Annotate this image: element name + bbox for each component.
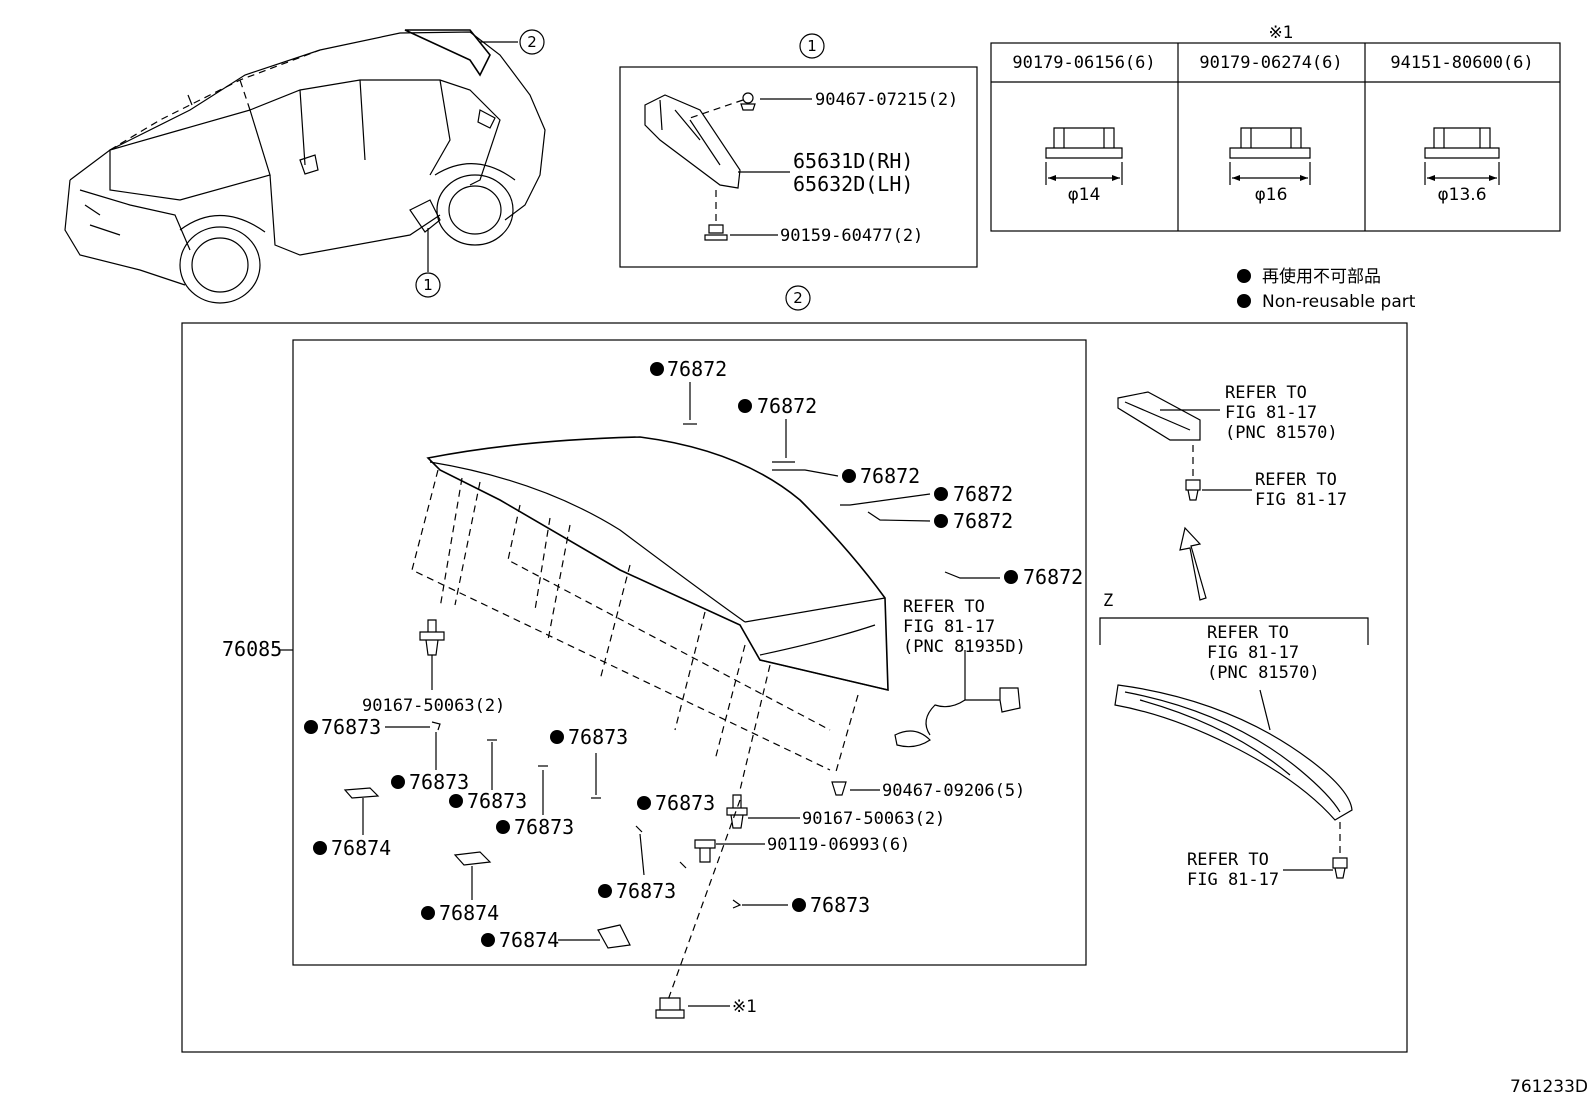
lamp-screw-fig: FIG 81-17 xyxy=(1255,490,1347,510)
stop-lamp-detail: REFER TO FIG 81-17 (PNC 81570) REFER TO … xyxy=(1099,383,1369,890)
label-76874-b: 76874 xyxy=(439,901,499,925)
nut-shape-2: φ16 xyxy=(1229,127,1311,205)
non-reusable-dot-icon xyxy=(1237,294,1251,308)
lamp-fig: FIG 81-17 xyxy=(1225,403,1317,423)
inner-frame xyxy=(292,339,1087,966)
dim-1: φ14 xyxy=(1068,185,1101,205)
lamp-refer-to: REFER TO xyxy=(1225,383,1307,403)
lamp2-refer-to: REFER TO xyxy=(1207,623,1289,643)
bracket-rh-label: 65631D(RH) xyxy=(793,149,913,173)
main-detail: 2 xyxy=(181,285,1408,1053)
label-76872-e: 76872 xyxy=(953,509,1013,533)
dim-3: φ13.6 xyxy=(1437,185,1486,205)
legend: 再使用不可部品 Non-reusable part xyxy=(1237,266,1416,312)
dim-2: φ16 xyxy=(1255,185,1288,205)
rear-spoiler-shape xyxy=(426,436,889,692)
label-screw-left: 90167-50063(2) xyxy=(362,696,505,716)
part-76873-group: 76873 76873 76873 76873 76873 76873 768 xyxy=(304,715,870,917)
projection-lines xyxy=(411,469,859,1001)
lamp-screw-refer-to: REFER TO xyxy=(1255,470,1337,490)
label-bolt6: 90119-06993(6) xyxy=(767,835,910,855)
wire-fig: FIG 81-17 xyxy=(903,617,995,637)
non-reusable-dot-icon xyxy=(1237,269,1251,283)
label-76874-c: 76874 xyxy=(499,928,559,952)
label-76872-f: 76872 xyxy=(1023,565,1083,589)
nut-table: ※1 90179-06156(6) 90179-06274(6) 94151-8… xyxy=(990,23,1561,232)
bracket-nut-label: 90467-07215(2) xyxy=(815,90,958,110)
table-header-3: 94151-80600(6) xyxy=(1390,53,1533,73)
label-76873-g: 76873 xyxy=(616,879,676,903)
wire-harness: REFER TO FIG 81-17 (PNC 81935D) xyxy=(894,597,1026,748)
legend-jp: 再使用不可部品 xyxy=(1262,266,1381,287)
label-76874-a: 76874 xyxy=(331,836,391,860)
bracket-bolt-label: 90159-60477(2) xyxy=(780,226,923,246)
label-76873-a: 76873 xyxy=(321,715,381,739)
label-clip: 90467-09206(5) xyxy=(882,781,1025,801)
lamp2-fig: FIG 81-17 xyxy=(1207,643,1299,663)
lamp2-screw-refer-to: REFER TO xyxy=(1187,850,1269,870)
callout-1-circle xyxy=(415,272,441,298)
view-z-label: Z xyxy=(1103,591,1113,611)
vehicle-illustration: 2 1 xyxy=(64,29,546,304)
label-screw-right: 90167-50063(2) xyxy=(802,809,945,829)
part-76874-group: 76874 76874 76874 xyxy=(313,787,631,952)
label-76873-c: 76873 xyxy=(467,789,527,813)
label-76873-e: 76873 xyxy=(568,725,628,749)
wire-refer-to: REFER TO xyxy=(903,597,985,617)
callout-2-circle xyxy=(519,29,545,55)
diagram-code: 761233D xyxy=(1510,1077,1588,1097)
label-76873-b: 76873 xyxy=(409,770,469,794)
outer-frame xyxy=(181,322,1408,1053)
lamp2-screw-fig: FIG 81-17 xyxy=(1187,870,1279,890)
view-arrow-icon xyxy=(1179,526,1207,601)
label-76085: 76085 xyxy=(222,637,282,661)
table-header-1: 90179-06156(6) xyxy=(1012,53,1155,73)
callout-1-text: 1 xyxy=(423,276,433,294)
label-76873-f: 76873 xyxy=(655,791,715,815)
screw-left: 90167-50063(2) xyxy=(362,619,505,716)
label-76872-b: 76872 xyxy=(757,394,817,418)
table-mark: ※1 xyxy=(1268,23,1293,43)
lamp-pnc: (PNC 81570) xyxy=(1225,423,1338,443)
bracket-box xyxy=(619,66,978,268)
wire-pnc: (PNC 81935D) xyxy=(903,637,1026,657)
nut-shape-3: φ13.6 xyxy=(1424,127,1500,205)
nut-shape-1: φ14 xyxy=(1045,127,1123,205)
label-76873-d: 76873 xyxy=(514,815,574,839)
bracket-lh-label: 65632D(LH) xyxy=(793,172,913,196)
legend-en: Non-reusable part xyxy=(1262,292,1416,312)
bracket-detail: 1 90467-07215(2) 65631D(RH) 65632D(LH) 9… xyxy=(619,33,978,268)
callout-2-text: 2 xyxy=(527,33,537,51)
label-76873-h: 76873 xyxy=(810,893,870,917)
lamp2-pnc: (PNC 81570) xyxy=(1207,663,1320,683)
label-76872-d: 76872 xyxy=(953,482,1013,506)
label-76872-c: 76872 xyxy=(860,464,920,488)
table-header-2: 90179-06274(6) xyxy=(1199,53,1342,73)
main-callout-text: 2 xyxy=(793,289,803,307)
label-mark-ref: ※1 xyxy=(732,997,757,1017)
part-76872-group: 76872 76872 76872 76872 76872 76872 xyxy=(650,357,1083,589)
bracket-callout-text: 1 xyxy=(807,37,817,55)
label-76872-a: 76872 xyxy=(667,357,727,381)
